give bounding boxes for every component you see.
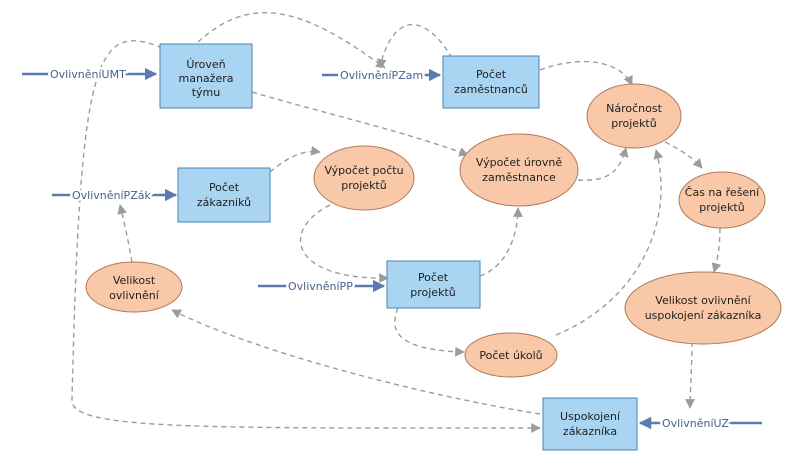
node-uspokojeni-zakaznika-line-1: Uspokojení <box>560 410 621 423</box>
connector-cas-to-velikost-uspokojeni <box>711 227 722 273</box>
connector-zakaznici-to-vypocet-poctu <box>269 145 321 173</box>
input-umt-label: OvlivněníUMT <box>50 68 126 81</box>
connector-narocnost-to-cas <box>664 141 703 169</box>
connector-vypocet-poctu-to-pocet-projektu <box>299 204 389 284</box>
connector-uspokojeni-to-velikost <box>171 309 541 415</box>
node-pocet-ukolu-line-1: Počet úkolů <box>479 349 542 362</box>
node-narocnost-projektu-line-2: projektů <box>611 117 656 130</box>
node-narocnost-projektu[interactable]: Náročnost projektů <box>586 83 682 149</box>
node-cas-na-reseni[interactable]: Čas na řešení projektů <box>678 171 766 229</box>
node-velikost-ovlivneni-line-2: ovlivnění <box>109 289 160 302</box>
node-uroven-manazera-line-3: týmu <box>192 86 221 99</box>
node-pocet-projektu-line-1: Počet <box>418 271 449 284</box>
connector-manazer-self-loop <box>71 40 541 433</box>
node-velikost-ovlivneni-uspokojeni-line-1: Velikost ovlivnění <box>655 294 751 307</box>
connector-manazer-to-vypocet-urovne <box>251 91 469 157</box>
node-velikost-ovlivneni-uspokojeni[interactable]: Velikost ovlivnění uspokojení zákazníka <box>624 271 782 345</box>
connector-pocet-projektu-to-pocet-ukolu <box>394 299 465 357</box>
node-vypocet-poctu-projektu-line-2: projektů <box>341 179 386 192</box>
node-uroven-manazera-line-1: Úroveň <box>186 58 225 71</box>
node-uroven-manazera-line-2: manažera <box>179 72 234 85</box>
node-pocet-zakazniku-line-2: zákazniků <box>197 196 251 209</box>
node-vypocet-poctu-projektu-line-1: Výpočet počtu <box>324 164 403 177</box>
node-uspokojeni-zakaznika[interactable]: Uspokojení zákazníka <box>542 397 638 451</box>
node-vypocet-poctu-projektu[interactable]: Výpočet počtu projektů <box>313 145 415 211</box>
input-pzam-label: OvlivněníPZam <box>340 69 423 82</box>
node-velikost-ovlivneni-uspokojeni-line-2: uspokojení zákazníka <box>645 309 762 322</box>
input-pp-label: OvlivněníPP <box>288 280 353 293</box>
node-cas-na-reseni-line-1: Čas na řešení <box>685 186 760 199</box>
connector-zamestnanci-to-narocnost <box>539 60 633 86</box>
node-pocet-zamestnancu[interactable]: Počet zaměstnanců <box>442 55 540 109</box>
node-uspokojeni-zakaznika-line-2: zákazníka <box>563 425 617 438</box>
connector-pocet-ukolu-to-narocnost <box>555 149 664 336</box>
node-pocet-zamestnancu-line-1: Počet <box>476 68 507 81</box>
node-pocet-zakazniku-line-1: Počet <box>209 181 240 194</box>
connector-manazer-to-zamestnanci <box>197 12 386 69</box>
node-vypocet-urovne-zamestnance-line-2: zaměstnance <box>482 171 556 184</box>
node-narocnost-projektu-line-1: Náročnost <box>606 102 662 115</box>
node-pocet-projektu[interactable]: Počet projektů <box>386 260 481 309</box>
node-vypocet-urovne-zamestnance-line-1: Výpočet úrovně <box>476 156 563 169</box>
connector-zamestnanci-self-loop <box>377 23 453 69</box>
node-vypocet-urovne-zamestnance[interactable]: Výpočet úrovně zaměstnance <box>459 133 579 207</box>
node-cas-na-reseni-line-2: projektů <box>699 201 744 214</box>
input-pzak-label: OvlivněníPZák <box>72 189 151 202</box>
node-uroven-manazera[interactable]: Úroveň manažera týmu <box>159 43 253 109</box>
node-pocet-zakazniku[interactable]: Počet zákazniků <box>177 167 271 223</box>
node-pocet-projektu-line-2: projektů <box>410 286 455 299</box>
node-pocet-ukolu[interactable]: Počet úkolů <box>464 332 558 378</box>
input-uz-label: OvlivněníUZ <box>662 417 729 430</box>
connector-velikost-to-zakaznici <box>117 204 133 263</box>
connectors <box>71 12 722 433</box>
node-velikost-ovlivneni[interactable]: Velikost ovlivnění <box>85 261 183 313</box>
inputs: OvlivněníUMT OvlivněníPZam OvlivněníPZák… <box>22 66 762 433</box>
node-pocet-zamestnancu-line-2: zaměstnanců <box>454 83 528 96</box>
connector-pocet-projektu-to-vypocet-urovne <box>479 207 523 277</box>
connector-velikost-uspokojeni-to-uspokojeni <box>685 341 695 409</box>
node-velikost-ovlivneni-line-1: Velikost <box>113 274 156 287</box>
connector-vypocet-urovne-to-narocnost <box>577 147 629 181</box>
